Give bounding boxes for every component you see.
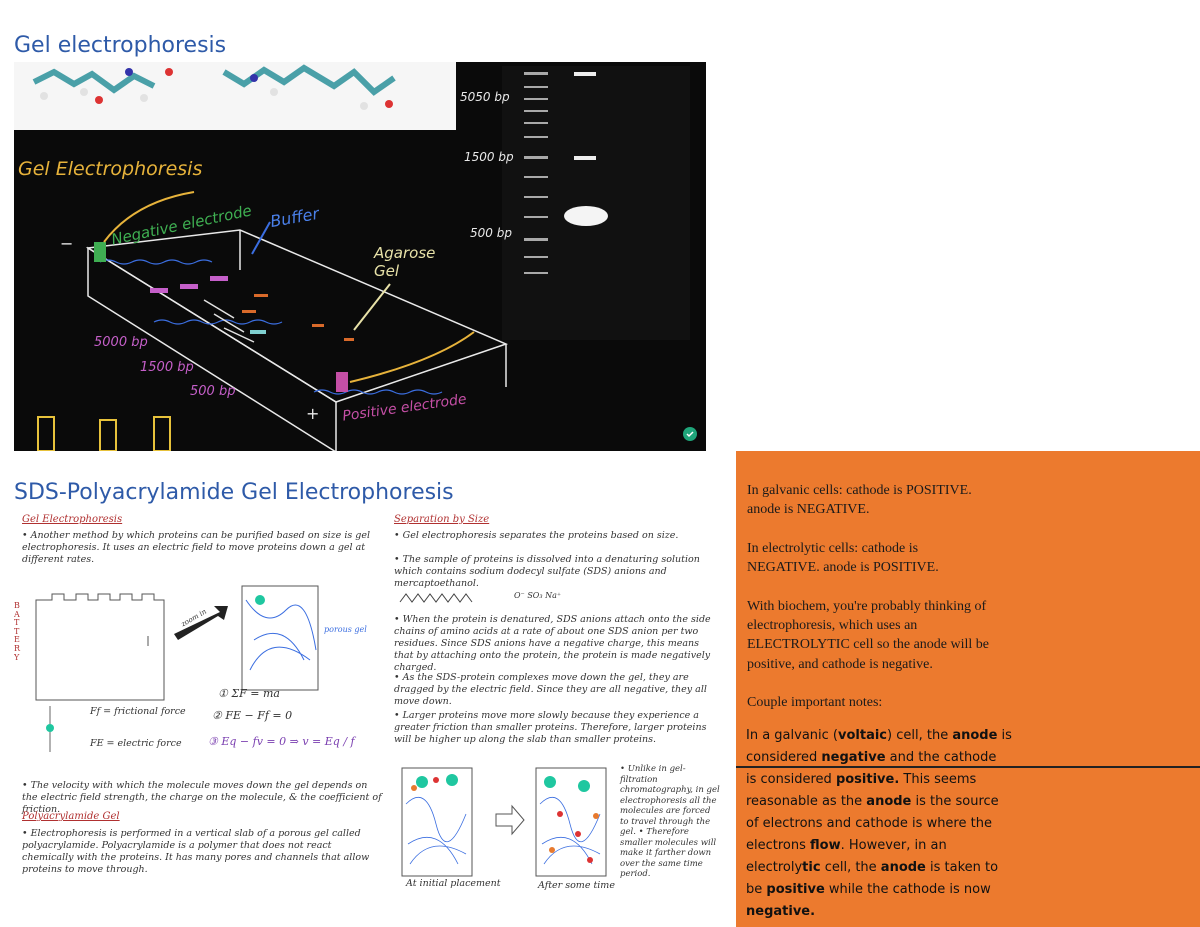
pasted-line-5: of electrons and cathode is where the bbox=[746, 816, 992, 831]
sds-right-3: • When the protein is denatured, SDS ani… bbox=[394, 614, 711, 673]
minus-symbol: − bbox=[60, 234, 74, 253]
note-galvanic: In galvanic cells: cathode is POSITIVE. … bbox=[747, 483, 972, 518]
pasted-line-7: electrolytic cell, the anode is taken to bbox=[746, 860, 999, 875]
pasted-line-6: electrons flow. However, in an bbox=[746, 838, 947, 853]
force-arrows-icon bbox=[46, 706, 54, 752]
plus-symbol: + bbox=[306, 404, 320, 423]
pasted-line-4: reasonable as the anode is the source bbox=[746, 794, 999, 809]
sds-heading: SDS-Polyacrylamide Gel Electrophoresis bbox=[14, 480, 454, 505]
sds-formula: O⁻ SO₃ Na⁺ bbox=[514, 591, 562, 600]
gel-chamber-diagram bbox=[37, 191, 509, 451]
note-important: Couple important notes: bbox=[747, 695, 883, 711]
gel-title: Gel Electrophoresis bbox=[18, 158, 203, 180]
sds-gel-slab-diagram bbox=[35, 585, 319, 701]
ladder-1500: 1500 bp bbox=[464, 150, 514, 164]
band-label-5000: 5000 bp bbox=[94, 335, 148, 350]
velocity-note: • The velocity with which the molecule m… bbox=[22, 780, 382, 815]
note-electrolytic: In electrolytic cells: cathode is NEGATI… bbox=[747, 540, 939, 576]
caption-after: After some time bbox=[538, 880, 615, 891]
sds-page-image: Gel Electrophoresis • Another method by … bbox=[14, 508, 724, 918]
sds-left-intro: • Another method by which proteins can b… bbox=[22, 530, 370, 565]
gel-electrophoresis-image: Gel Electrophoresis bbox=[14, 62, 706, 451]
band-label-500: 500 bp bbox=[190, 384, 236, 399]
equation-1: ① ΣF = ma bbox=[218, 687, 280, 700]
gel-heading: Gel electrophoresis bbox=[14, 33, 227, 58]
battery-label: BATTERY bbox=[14, 601, 21, 662]
electric-force: FE = electric force bbox=[90, 738, 182, 749]
porous-gel-label: porous gel bbox=[324, 625, 367, 634]
sds-right-5: • Larger proteins move more slowly becau… bbox=[394, 710, 707, 745]
ladder-5050: 5050 bp bbox=[460, 90, 510, 104]
sds-right-title: Separation by Size bbox=[394, 514, 490, 525]
equation-3: ③ Eq − fv = 0 ⇒ v = Eq / f bbox=[208, 735, 355, 748]
molecule-icon bbox=[32, 64, 396, 110]
ladder-500: 500 bp bbox=[470, 226, 512, 240]
pasted-note-bottom: is considered positive. This seems reaso… bbox=[736, 769, 1200, 927]
band-label-1500: 1500 bp bbox=[140, 360, 194, 375]
gel-photo bbox=[502, 66, 690, 340]
pasted-line-2: considered negative and the cathode bbox=[746, 750, 997, 765]
sds-right-6: • Unlike in gel-filtration chromatograph… bbox=[620, 764, 720, 879]
khan-leaf-icon bbox=[683, 427, 697, 441]
molecule-strip bbox=[14, 62, 456, 130]
pasted-line-3: is considered positive. This seems bbox=[746, 772, 977, 787]
equation-2: ② FE − Ff = 0 bbox=[212, 709, 293, 722]
poly-note: • Electrophoresis is performed in a vert… bbox=[22, 828, 370, 875]
pasted-note-top: In a galvanic (voltaic) cell, the anode … bbox=[736, 727, 1200, 766]
agarose-label: Agarose Gel bbox=[374, 244, 436, 280]
pasted-line-1: In a galvanic (voltaic) cell, the anode … bbox=[746, 728, 1012, 743]
divider bbox=[736, 766, 1200, 768]
pasted-line-8: be positive while the cathode is now bbox=[746, 882, 991, 897]
pasted-line-9: negative. bbox=[746, 904, 816, 919]
poly-title: Polyacrylamide Gel bbox=[22, 811, 120, 822]
sds-left-title: Gel Electrophoresis bbox=[22, 514, 123, 525]
sds-right-4: • As the SDS-protein complexes move down… bbox=[394, 672, 707, 707]
frictional-force: Ff = frictional force bbox=[90, 706, 186, 717]
caption-initial: At initial placement bbox=[406, 878, 501, 889]
sds-right-2: • The sample of proteins is dissolved in… bbox=[394, 554, 700, 589]
migration-diagram bbox=[401, 767, 607, 877]
sds-right-1: • Gel electrophoresis separates the prot… bbox=[394, 530, 679, 541]
sds-molecule-icon bbox=[399, 593, 473, 603]
note-biochem: With biochem, you're probably thinking o… bbox=[747, 598, 989, 672]
gel-bands-icon bbox=[524, 72, 608, 274]
